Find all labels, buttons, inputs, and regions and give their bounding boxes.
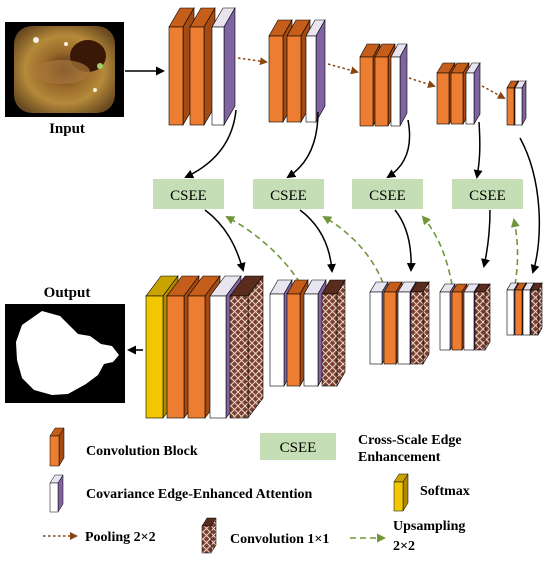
csee-to-decoder-arrows [204, 137, 541, 274]
legend-softmax-label: Softmax [420, 484, 470, 499]
encoder-stage-4 [436, 61, 481, 126]
legend-conv1x1-swatch [201, 517, 217, 554]
decoder-stage-3 [369, 280, 430, 366]
encoder-stage-3 [359, 43, 408, 127]
legend-upsampling-label1: Upsampling [393, 519, 465, 534]
legend-pooling-label: Pooling 2×2 [85, 530, 156, 545]
csee-box-1: CSEE [153, 179, 224, 209]
legend-csee-swatch: CSEE [260, 433, 336, 460]
csee-box-3: CSEE [352, 179, 423, 209]
legend-covariance-swatch [49, 474, 64, 513]
legend-conv1x1-label: Convolution 1×1 [230, 532, 329, 547]
input-label: Input [49, 121, 85, 137]
skip-arrows-down [184, 109, 483, 179]
decoder-stage-2 [269, 278, 346, 388]
encoder-stage-5 [506, 79, 527, 127]
decoder-stage-5 [506, 281, 543, 337]
legend-conv-block-swatch [49, 427, 65, 467]
svg-text:CSEE: CSEE [469, 188, 506, 204]
svg-text:CSEE: CSEE [170, 188, 207, 204]
svg-text:CSEE: CSEE [369, 188, 406, 204]
csee-box-2: CSEE [253, 179, 324, 209]
upsampling-arrows [225, 215, 520, 286]
legend-conv-block-label: Convolution Block [86, 444, 198, 459]
svg-text:CSEE: CSEE [280, 440, 317, 456]
encoder-stage-1 [168, 6, 236, 127]
input-image [5, 22, 124, 117]
legend-csee-full-line1: Cross-Scale Edge [358, 433, 462, 448]
pooling-arrows [237, 57, 506, 99]
decoder-stage-1 [145, 275, 264, 419]
legend-softmax-swatch [393, 473, 409, 512]
svg-text:CSEE: CSEE [270, 188, 307, 204]
legend: Convolution Block CSEE Cross-Scale Edge … [43, 427, 470, 554]
legend-upsampling-label2: 2×2 [393, 539, 415, 554]
output-mask-image [5, 304, 125, 403]
csee-box-4: CSEE [452, 179, 523, 209]
decoder-stage-4 [439, 282, 491, 352]
legend-csee-full-line2: Enhancement [358, 450, 441, 465]
output-label: Output [44, 285, 91, 301]
encoder-stage-2 [268, 18, 326, 124]
legend-covariance-label: Covariance Edge-Enhanced Attention [86, 487, 313, 502]
